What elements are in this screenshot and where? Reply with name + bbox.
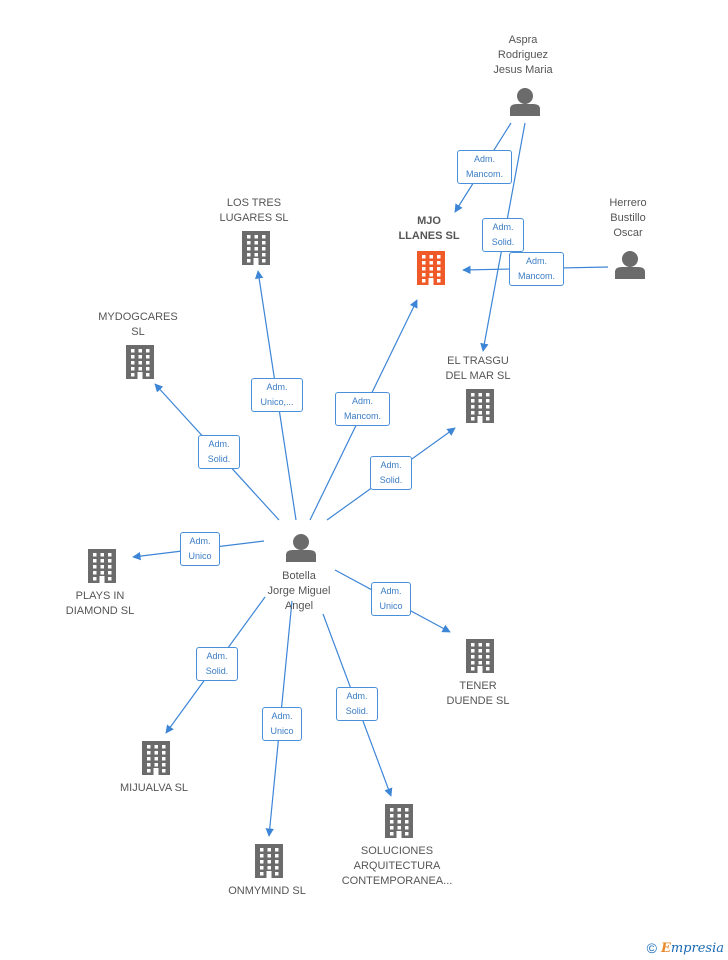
edge-label-line: Adm. — [346, 691, 368, 701]
node-label-herrero[interactable]: Herrero Bustillo Oscar — [609, 197, 647, 239]
building-icon-plays[interactable] — [88, 549, 116, 583]
edge-label-botella-mijualva[interactable]: Adm. Solid. — [196, 647, 238, 681]
building-icon-soluciones[interactable] — [385, 804, 413, 838]
edge-label-botella-tener[interactable]: Adm. Unico — [371, 582, 411, 616]
node-label-mydog[interactable]: MYDOGCARES SL — [98, 311, 178, 338]
edge-label-line: Mancom. — [465, 169, 503, 179]
node-label-trasgu[interactable]: EL TRASGU DEL MAR SL — [445, 355, 511, 382]
edge-label-line: Unico,... — [260, 397, 294, 407]
edge-label-line: Unico — [379, 601, 403, 611]
edge-label-line: Adm. — [380, 460, 402, 470]
empresia-watermark: © Empresia — [647, 940, 724, 956]
edge-label-line: Adm. — [271, 711, 293, 721]
edge-label-line: Adm. — [208, 439, 230, 449]
person-icon-aspra[interactable] — [510, 88, 540, 116]
building-icon-trasgu[interactable] — [466, 389, 494, 423]
copyright-icon: © — [646, 940, 657, 956]
person-icon-botella[interactable] — [286, 534, 316, 562]
empresia-logo: Empresia — [660, 940, 724, 956]
node-label-lostres[interactable]: LOS TRES LUGARES SL — [219, 197, 289, 224]
edge-label-line: Adm. — [525, 256, 547, 266]
person-icon-herrero[interactable] — [615, 251, 645, 279]
node-label-aspra[interactable]: Aspra Rodriguez Jesus Maria — [493, 34, 553, 76]
edge-label-line: Adm. — [266, 382, 288, 392]
node-label-soluciones[interactable]: SOLUCIONES ARQUITECTURA CONTEMPORANEA... — [341, 845, 453, 887]
building-icon-mijualva[interactable] — [142, 741, 170, 775]
edge-label-line: Adm. — [380, 586, 402, 596]
building-icon-onmymind[interactable] — [255, 844, 283, 878]
building-icon-mjo[interactable] — [417, 251, 445, 285]
edge-label-line: Mancom. — [517, 271, 555, 281]
edge-label-herrero-mjo[interactable]: Adm. Mancom. — [509, 252, 564, 286]
node-label-plays[interactable]: PLAYS IN DIAMOND SL — [65, 590, 135, 617]
edge-label-line: Solid. — [491, 237, 515, 247]
edge-label-botella-trasgu[interactable]: Adm. Solid. — [370, 456, 412, 490]
node-label-mjo[interactable]: MJO LLANES SL — [398, 215, 460, 242]
building-icon-tener[interactable] — [466, 639, 494, 673]
edge-label-line: Adm. — [473, 154, 495, 164]
building-icon-lostres[interactable] — [242, 231, 270, 265]
edge-label-line: Solid. — [379, 475, 403, 485]
edge-label-botella-mjo[interactable]: Adm. Mancom. — [335, 392, 390, 426]
edge-label-botella-mydog[interactable]: Adm. Solid. — [198, 435, 240, 469]
edge-label-line: Adm. — [206, 651, 228, 661]
edge-label-aspra-mjo[interactable]: Adm. Mancom. — [457, 150, 512, 184]
edge-label-botella-soluciones[interactable]: Adm. Solid. — [336, 687, 378, 721]
edge-label-aspra-trasgu[interactable]: Adm. Solid. — [482, 218, 524, 252]
edge-label-line: Adm. — [492, 222, 514, 232]
edge-label-line: Mancom. — [343, 411, 381, 421]
building-icon-mydog[interactable] — [126, 345, 154, 379]
edge-label-botella-onmymind[interactable]: Adm. Unico — [262, 707, 302, 741]
edge-label-line: Unico — [270, 726, 294, 736]
edge-label-line: Adm. — [189, 536, 211, 546]
edge-label-line: Solid. — [205, 666, 229, 676]
edge-label-line: Adm. — [351, 396, 373, 406]
edge-label-botella-plays[interactable]: Adm. Unico — [180, 532, 220, 566]
node-label-botella[interactable]: Botella Jorge Miguel Angel — [267, 570, 331, 612]
node-label-tener[interactable]: TENER DUENDE SL — [446, 680, 510, 707]
edge-label-botella-lostres[interactable]: Adm. Unico,... — [251, 378, 303, 412]
edge-label-line: Solid. — [207, 454, 231, 464]
edge-label-line: Solid. — [345, 706, 369, 716]
node-label-mijualva[interactable]: MIJUALVA SL — [119, 782, 189, 794]
edge-label-line: Unico — [188, 551, 212, 561]
node-label-onmymind[interactable]: ONMYMIND SL — [228, 885, 306, 897]
